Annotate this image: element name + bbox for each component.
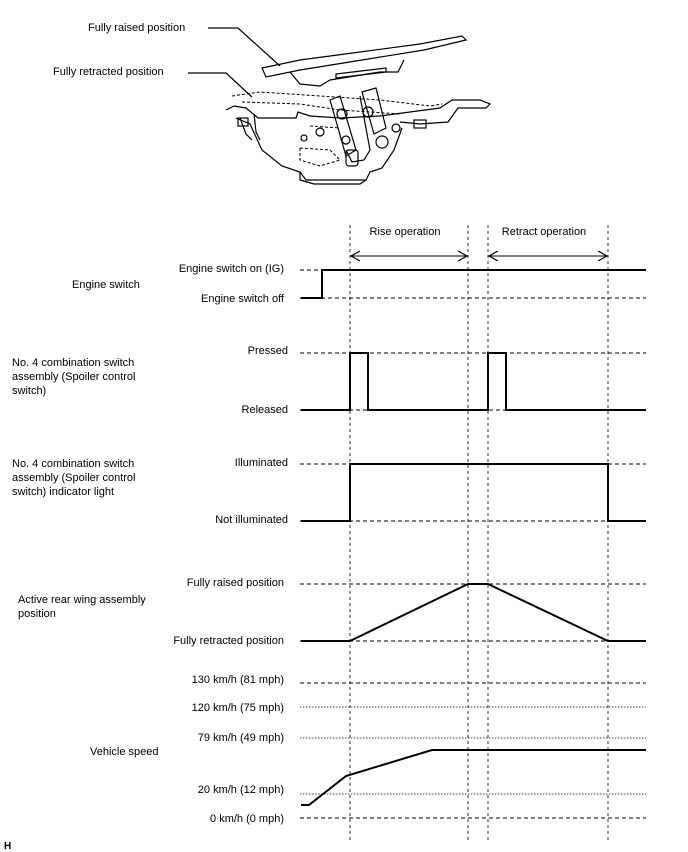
retracted-leader-line [188,72,253,98]
engine-switch-off-label: Engine switch off [201,293,285,305]
wing-blade-retracted [231,91,443,107]
engine-switch-title: Engine switch [72,279,140,291]
speed-level-0: 0 km/h (0 mph) [210,813,284,825]
control-switch-title-2: assembly (Spoiler control [12,371,136,383]
wing-hinge-bar [335,67,387,79]
engine-switch-on-label: Engine switch on (IG) [179,263,284,275]
arrow-right-head [457,250,469,262]
wing-position-title-2: position [18,608,56,620]
vertical-guides [349,225,609,840]
pivot-4 [375,135,389,149]
arrow-left-head [349,250,361,262]
indicator-light-waveform [301,463,646,522]
footer-mark: H [4,841,11,852]
indicator-title-1: No. 4 combination switch [12,458,134,470]
wing-position-title-1: Active rear wing assembly [18,594,146,606]
vehicle-speed-signal: Vehicle speed 130 km/h (81 mph) 120 km/h… [90,674,646,825]
speed-level-20: 20 km/h (12 mph) [198,784,284,796]
pivot-2 [362,106,374,118]
control-switch-signal: No. 4 combination switch assembly (Spoil… [12,345,646,416]
retract-operation-label: Retract operation [502,226,586,238]
retract-operation-span: Retract operation [487,226,609,262]
slider-block [345,149,359,167]
indicator-light-signal: No. 4 combination switch assembly (Spoil… [12,457,646,526]
control-switch-title-1: No. 4 combination switch [12,357,134,369]
not-illuminated-label: Not illuminated [215,514,288,526]
wing-position-signal: Active rear wing assembly position Fully… [18,577,646,647]
engine-switch-waveform [301,269,646,299]
fully-retracted-label: Fully retracted position [173,635,284,647]
speed-level-120: 120 km/h (75 mph) [192,702,284,714]
rise-operation-span: Rise operation [349,226,469,262]
rear-wing-illustration: Fully raised position Fully retracted po… [53,22,492,185]
pressed-label: Pressed [248,345,288,357]
indicator-title-2: assembly (Spoiler control [12,472,136,484]
speed-level-79: 79 km/h (49 mph) [198,732,284,744]
retracted-position-label: Fully retracted position [53,66,164,78]
vehicle-speed-title: Vehicle speed [90,746,159,758]
rise-operation-label: Rise operation [370,226,441,238]
link-arm-2 [361,87,387,135]
indicator-title-3: switch) indicator light [12,486,114,498]
lower-housing [235,117,403,181]
wing-blade-raised [261,35,468,78]
raised-position-label: Fully raised position [88,22,185,34]
illuminated-label: Illuminated [235,457,288,469]
control-switch-title-3: switch) [12,385,46,397]
pivot-3 [341,135,351,145]
bracket-left [237,117,249,127]
raised-leader-line [208,27,281,67]
body-frame [225,99,492,125]
bracket-right [413,119,427,129]
speed-level-130: 130 km/h (81 mph) [192,674,284,686]
released-label: Released [242,404,288,416]
fully-raised-label: Fully raised position [187,577,284,589]
wing-support-raised [289,59,405,87]
engine-switch-signal: Engine switch Engine switch on (IG) Engi… [72,263,646,305]
wing-position-waveform [301,583,646,642]
pivot-1 [336,108,348,120]
retracted-link [299,147,341,167]
vehicle-speed-waveform [301,749,646,806]
control-switch-waveform [301,352,646,411]
link-arm-1 [329,95,357,157]
